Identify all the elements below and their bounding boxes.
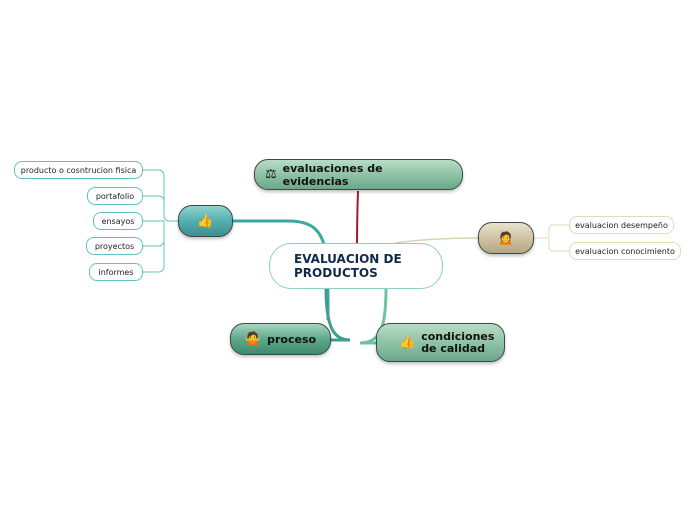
topic-evaluaciones-de-evidencias[interactable]: ⚖ evaluaciones de evidencias [254, 159, 463, 190]
topic-thumbs-up-left[interactable]: 👍 [178, 205, 233, 237]
central-topic[interactable]: EVALUACION DE PRODUCTOS [269, 243, 443, 289]
link-person [394, 237, 479, 244]
leaf-evaluacion-conocimiento[interactable]: evaluacion conocimiento [569, 242, 681, 260]
leaf-proyectos[interactable]: proyectos [86, 237, 143, 255]
link-leaf-1 [143, 169, 178, 222]
topic-label-line2: de calidad [421, 341, 486, 355]
link-leaf-5 [143, 240, 165, 273]
topic-condiciones-de-calidad[interactable]: 👍 condiciones de calidad [376, 323, 505, 362]
topic-label: proceso [267, 332, 317, 346]
thumbs-up-icon: 👍 [197, 213, 214, 229]
leaf-ensayos[interactable]: ensayos [93, 212, 143, 230]
link-leaf-4 [143, 221, 165, 247]
topic-proceso[interactable]: 🙅 proceso [230, 323, 331, 355]
central-topic-line1: EVALUACION DE [294, 252, 402, 266]
topic-label: evaluaciones de evidencias [282, 161, 383, 188]
leaf-informes[interactable]: informes [89, 263, 143, 281]
leaf-producto[interactable]: producto o cosntrucion fisica [14, 161, 143, 179]
leaf-evaluacion-desempeno[interactable]: evaluacion desempeño [569, 216, 674, 234]
leaf-portafolio[interactable]: portafolio [87, 187, 143, 205]
link-leaf-r1 [533, 224, 569, 239]
link-leaf-r2 [548, 238, 569, 252]
topic-person-right[interactable]: 🙍 [478, 222, 534, 254]
link-proceso [324, 287, 351, 342]
gavel-icon: ⚖ [265, 167, 277, 182]
central-topic-line2: PRODUCTOS [294, 266, 378, 280]
thumbs-up-icon: 👍 [399, 335, 416, 350]
link-evidencias [356, 190, 359, 246]
link-leaf-2 [143, 195, 165, 203]
person-icon: 🙍 [497, 230, 515, 246]
topic-label: condiciones de calidad [421, 329, 495, 355]
link-thumb-left [232, 219, 330, 321]
person-crossed-arms-icon: 🙅 [244, 331, 262, 347]
topic-label-line1: condiciones [421, 329, 495, 343]
